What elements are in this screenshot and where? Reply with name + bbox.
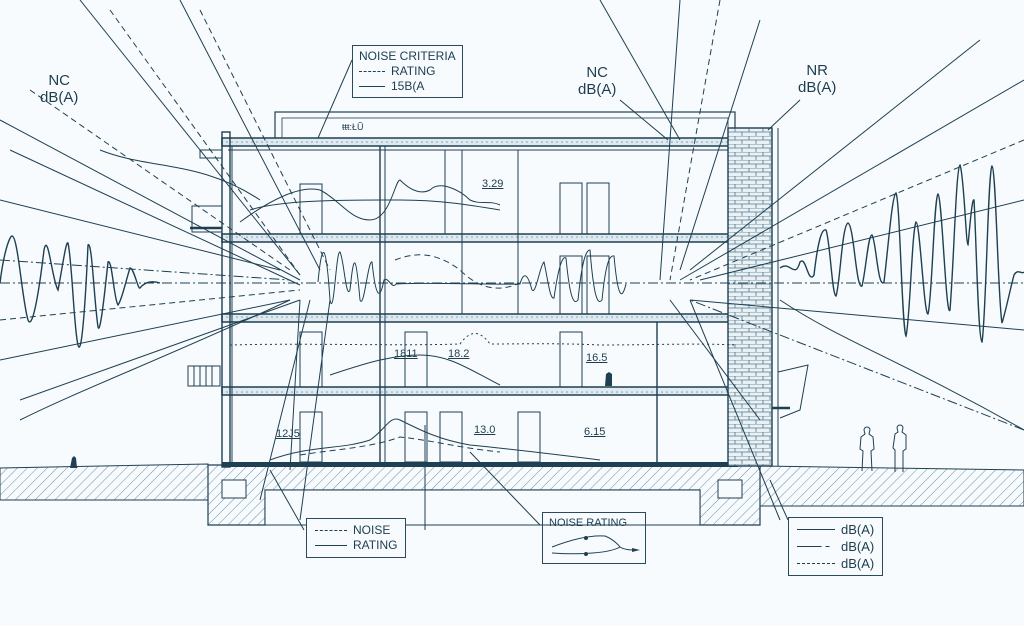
legend-row: NOISE xyxy=(315,523,397,538)
person-left xyxy=(70,456,77,468)
nc-label-right: NC dB(A) xyxy=(578,64,617,98)
floor-slab-1 xyxy=(221,386,739,396)
ground-slab xyxy=(222,462,738,467)
solid-line-swatch xyxy=(359,86,385,87)
nr-label-right: NR dB(A) xyxy=(798,62,837,96)
person-inside xyxy=(605,372,612,386)
doors xyxy=(299,182,610,463)
measurement-floor2-a: 1811 xyxy=(394,348,418,360)
legend-row: RATING xyxy=(359,64,456,79)
person-right-2 xyxy=(892,424,907,472)
measurement-floor1-b: 13.0 xyxy=(474,424,496,436)
wave-right xyxy=(779,163,1024,344)
solid-line-swatch xyxy=(797,529,835,530)
legend-title: NOISE RATING xyxy=(549,517,628,529)
nc-label-left: NC dB(A) xyxy=(40,72,79,106)
building xyxy=(70,111,907,472)
legend-dba: dB(A) dB(A) dB(A) xyxy=(788,517,884,576)
legend-row: RATING xyxy=(315,538,397,553)
ground xyxy=(0,463,1024,526)
dashed-line-swatch xyxy=(359,71,385,72)
sound-rays-left xyxy=(0,0,331,521)
ground-left xyxy=(0,463,209,501)
dashed-line-swatch xyxy=(315,530,347,531)
solid-line-swatch xyxy=(315,545,347,546)
legend-title: NOISE CRITERIA xyxy=(359,49,456,63)
sound-rays-right xyxy=(599,0,1024,521)
measurement-floor3: 3.29 xyxy=(482,178,504,190)
legend-noise-rating: NOISE RATING xyxy=(306,518,407,558)
legend-noise-rating-curve: NOISE RATING xyxy=(542,512,646,564)
measurement-floor1-a: 12J5 xyxy=(276,428,300,440)
wave-left xyxy=(0,235,161,348)
measurement-floor2-b: 18.2 xyxy=(448,348,470,360)
legend-row: dB(A) xyxy=(797,521,874,538)
wave-interior xyxy=(317,249,627,304)
measurement-floor1-c: 6.15 xyxy=(584,426,606,438)
brick-wall xyxy=(727,127,773,467)
roof-slab xyxy=(221,137,739,147)
legend-row: dB(A) xyxy=(797,538,874,555)
floor-slab-3 xyxy=(221,233,739,243)
ground-right xyxy=(759,465,1024,507)
dashed-line-swatch xyxy=(797,563,835,564)
measurement-floor2-c: 16.5 xyxy=(586,352,608,364)
legend-noise-criteria: NOISE CRITERIA RATING 15B(A xyxy=(352,45,463,98)
legend-row: 15B(A xyxy=(359,79,456,94)
dash-dot-line-swatch xyxy=(797,546,835,547)
roof-annotation: ŧŧŧ:ŁŨ xyxy=(342,122,364,132)
legend-row: dB(A) xyxy=(797,555,874,572)
person-right-1 xyxy=(859,426,875,472)
